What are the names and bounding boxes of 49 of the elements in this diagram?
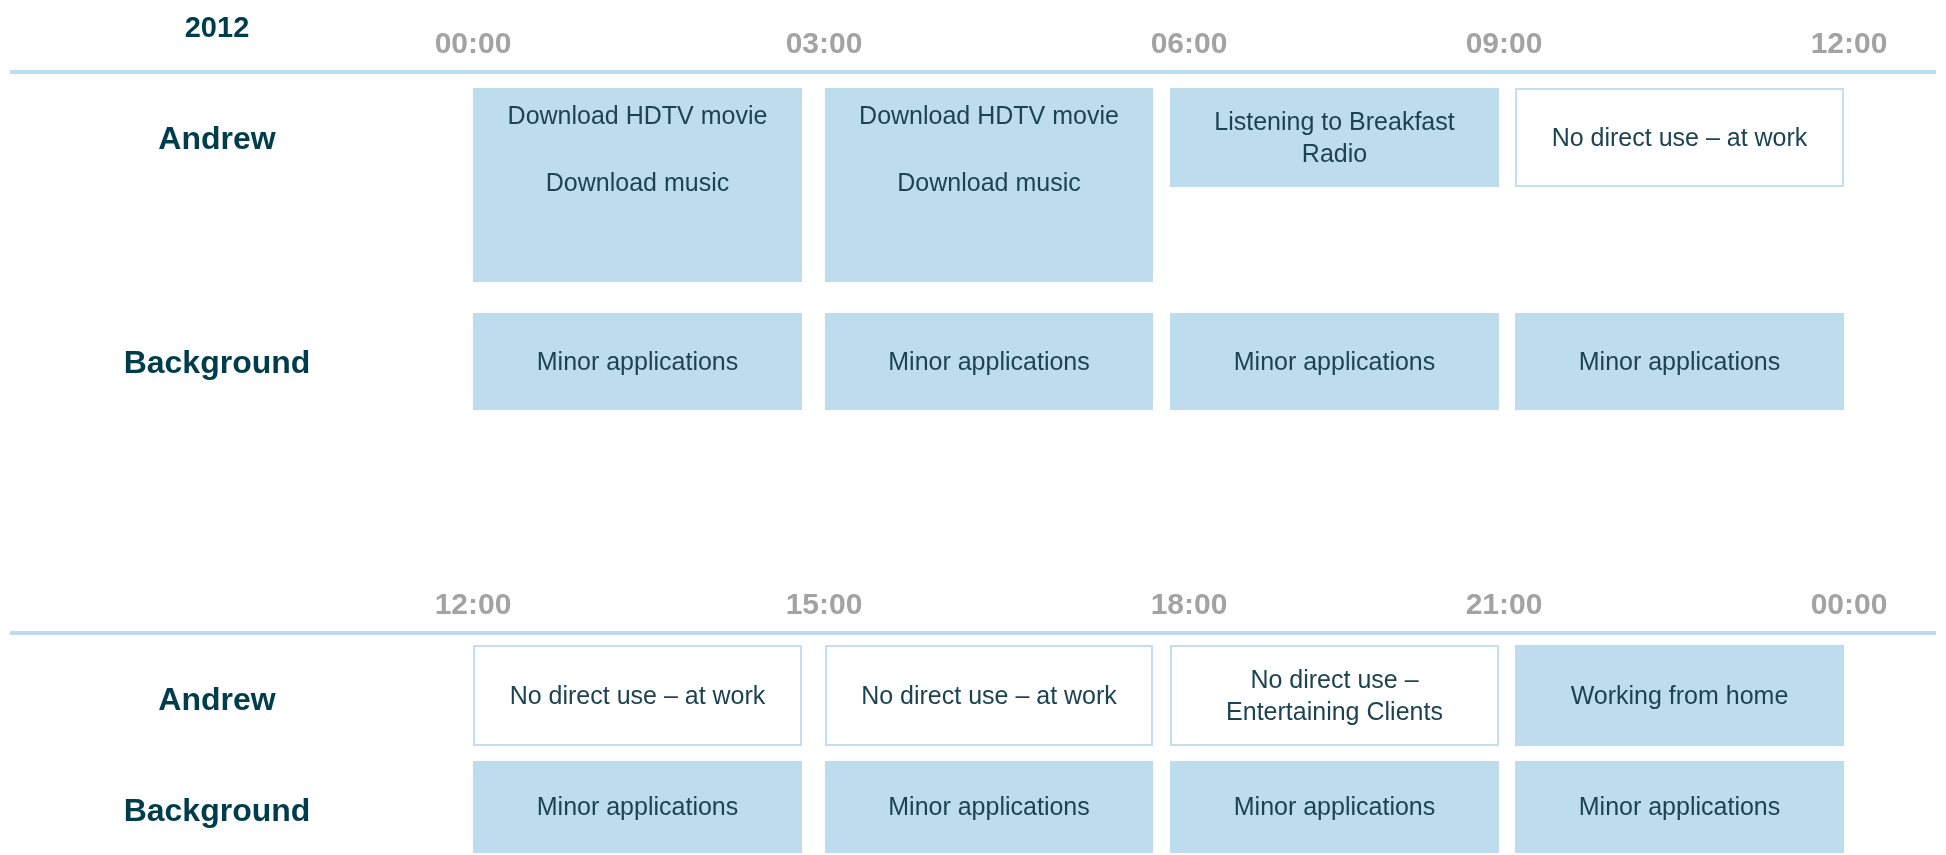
time-label: 00:00: [1810, 587, 1888, 621]
year-label: 2012: [184, 10, 250, 44]
activity-block: [825, 761, 1153, 853]
activity-text: Minor applications: [1233, 791, 1436, 823]
activity-text: Working from home: [1570, 679, 1789, 711]
activity-block: [1170, 88, 1499, 187]
time-label: 21:00: [1465, 587, 1543, 621]
time-label: 06:00: [1150, 26, 1228, 60]
row-label: Andrew: [158, 680, 276, 718]
activity-text: Minor applications: [536, 345, 739, 377]
time-label: 12:00: [1810, 26, 1888, 60]
activity-text: Download HDTV movie: [507, 100, 768, 131]
activity-text: Listening to Breakfast Radio: [1213, 106, 1456, 169]
time-label: 18:00: [1150, 587, 1228, 621]
activity-text: No direct use – at work: [861, 679, 1117, 711]
time-label: 15:00: [785, 587, 863, 621]
activity-text: Download HDTV movie: [859, 100, 1119, 131]
activity-block: [473, 88, 802, 282]
activity-block: [473, 761, 802, 853]
row-label: Background: [123, 343, 311, 381]
activity-block: [473, 313, 802, 410]
row-label: Background: [123, 791, 311, 829]
activity-block: [825, 88, 1153, 282]
activity-text: Minor applications: [1578, 345, 1781, 377]
time-label: 12:00: [434, 587, 512, 621]
activity-text: Download music: [897, 167, 1081, 199]
time-label: 00:00: [434, 26, 512, 60]
activity-text: No direct use – Entertaining Clients: [1225, 664, 1444, 727]
activity-text: No direct use – at work: [509, 679, 766, 711]
activity-text: Download music: [545, 167, 730, 199]
activity-block: [1515, 761, 1844, 853]
activity-block: [473, 645, 802, 746]
activity-block: [1170, 313, 1499, 410]
activity-text: No direct use – at work: [1551, 121, 1808, 153]
activity-text: Minor applications: [1233, 345, 1436, 377]
activity-block: [1170, 645, 1499, 746]
activity-block: [1515, 313, 1844, 410]
activity-block: [1515, 88, 1844, 187]
activity-block: [1515, 645, 1844, 746]
activity-text: Minor applications: [536, 791, 739, 823]
time-label: 09:00: [1465, 26, 1543, 60]
activity-text: Minor applications: [888, 345, 1090, 377]
activity-block: [825, 313, 1153, 410]
activity-block: [1170, 761, 1499, 853]
activity-text: Minor applications: [1578, 791, 1781, 823]
row-label: Andrew: [158, 119, 276, 157]
time-label: 03:00: [785, 26, 863, 60]
activity-block: [825, 645, 1153, 746]
activity-text: Minor applications: [888, 791, 1090, 823]
